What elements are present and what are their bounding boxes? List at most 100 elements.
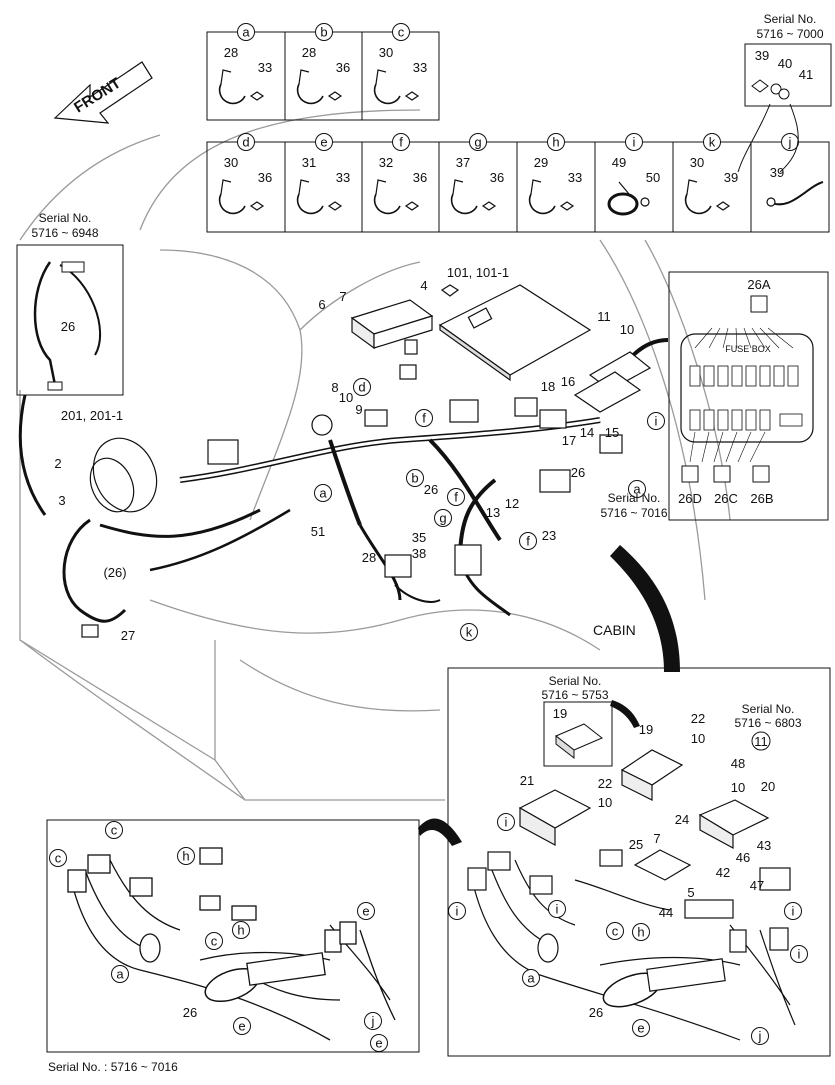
detail-box-c-clamp [373,69,420,105]
detail-box-d-clamp [218,179,265,215]
serial-7000-line1: Serial No. [764,12,817,26]
detail-box-g-callout: g [469,133,487,151]
main-callout-1-letter: f [422,411,426,426]
fuse-label-26c: 26C [714,491,738,506]
main-part-label-24: 23 [542,528,556,543]
detail-box-g-clamp [450,179,497,215]
callout-arcs [418,545,680,846]
detail-box-d-callout-letter: d [242,135,249,150]
main-part-label-23: 13 [486,505,500,520]
fuse-label-26a: 26A [747,277,770,292]
bottom-right-label-9: 24 [675,812,689,827]
detail-box-b-callout-letter: b [320,25,327,40]
bottom-right-callout-4: c [606,922,624,940]
bottom-left-callout-4-letter: c [211,934,218,949]
main-callout-8-letter: f [526,534,530,549]
bottom-right-label-7: 22 [598,776,612,791]
bottom-right-label-15: 42 [716,865,730,880]
main-part-label-3: 7 [339,289,346,304]
bottom-right-label-16: 47 [750,878,764,893]
detail-box-a-callout-letter: a [242,25,250,40]
bottom-left-callout-7-letter: e [238,1019,245,1034]
bottom-right-label-8: 10 [598,795,612,810]
bottom-right-callout-6: i [790,945,808,963]
bottom-left-callout-8: j [364,1012,382,1030]
detail-box-d-part-b: 36 [258,170,272,185]
detail-box-g-part-b: 36 [490,170,504,185]
bottom-right-callout-1: i [448,902,466,920]
main-part-label-18: (26) [103,565,126,580]
front-arrow: FRONT [53,61,153,124]
bottom-right-label-13: 43 [757,838,771,853]
detail-box-c-part-a: 30 [379,45,393,60]
main-callout-4-letter: a [319,486,327,501]
bottom-right-callout-7-letter: a [527,971,535,986]
bottom-left-callout-6: e [357,902,375,920]
bottom-right-callout-1-letter: i [456,904,459,919]
serial-5753-line2: 5716 ~ 5753 [541,688,608,702]
bottom-left-callout-3: a [111,965,129,983]
serial-5753-line1: Serial No. [549,674,602,688]
bottom-right-callout-2-letter: i [556,902,559,917]
bottom-left-callout-3-letter: a [116,967,124,982]
detail-box-k-callout: k [703,133,721,151]
bottom-right-callout-6-letter: i [798,947,801,962]
detail-box-i-callout: i [625,133,643,151]
bottom-left-callout-9-letter: e [375,1036,382,1051]
main-callout-9-letter: k [466,625,473,640]
detail-box-d: d 30 36 [218,133,272,215]
bottom-right-label-4: 10 [731,780,745,795]
main-callout-5-letter: a [633,482,641,497]
detail-box-k-part-b: 39 [724,170,738,185]
bottom-right-label-0: 19 [639,722,653,737]
detail-box-j-clamp [766,181,824,207]
detail-box-b-part-b: 36 [336,60,350,75]
detail-box-e-callout: e [315,133,333,151]
bottom-left-callout-0: c [105,821,123,839]
detail-box-g-part-a: 37 [456,155,470,170]
bottom-left-callout-9: e [370,1034,388,1052]
serial-7016-callout: Serial No. 5716 ~ 7016 [600,491,667,520]
detail-box-f-callout-letter: f [399,135,403,150]
detail-box-c-callout: c [392,23,410,41]
detail-box-c-part-b: 33 [413,60,427,75]
detail-box-k-callout-letter: k [709,135,716,150]
bottom-right-label-3: 48 [731,756,745,771]
bottom-right-callout-8-letter: e [637,1021,644,1036]
main-part-label-25: 35 [412,530,426,545]
bottom-right-callout-9-letter: j [758,1029,762,1044]
main-part-label-0: 101, 101-1 [447,265,509,280]
main-part-label-9: 18 [541,379,555,394]
detail-box-h-part-a: 29 [534,155,548,170]
detail-box-e-part-a: 31 [302,155,316,170]
main-part-label-8: 9 [355,402,362,417]
serial-7000-part-41: 41 [799,67,813,82]
detail-box-j: j39 [766,133,824,207]
detail-box-a-part-b: 33 [258,60,272,75]
detail-box-k-part-a: 30 [690,155,704,170]
main-part-label-17: 26 [424,482,438,497]
detail-box-f-clamp [373,179,420,215]
main-part-label-12: 14 [580,425,594,440]
bottom-right-label-11: 25 [629,837,643,852]
bottom-left-label-0: 26 [183,1005,197,1020]
main-callout-5: a [628,480,646,498]
serial-7000-part-40: 40 [778,56,792,71]
serial-7000-box: Serial No. 5716 ~ 7000 39 40 41 [737,12,832,173]
fuse-cells [689,327,803,463]
detail-box-j-callout-letter: j [788,135,792,150]
main-part-label-26: 38 [412,546,426,561]
bottom-right-callout-5: h [632,923,650,941]
main-callout-7-letter: g [439,511,446,526]
bottom-right-label-14: 5 [687,885,694,900]
bottom-right-label-18: 26 [589,1005,603,1020]
fuse-box-title: FUSE BOX [725,344,771,354]
bottom-left-callout-6-letter: e [362,904,369,919]
detail-box-d-part-a: 30 [224,155,238,170]
main-part-label-14: 201, 201-1 [61,408,123,423]
